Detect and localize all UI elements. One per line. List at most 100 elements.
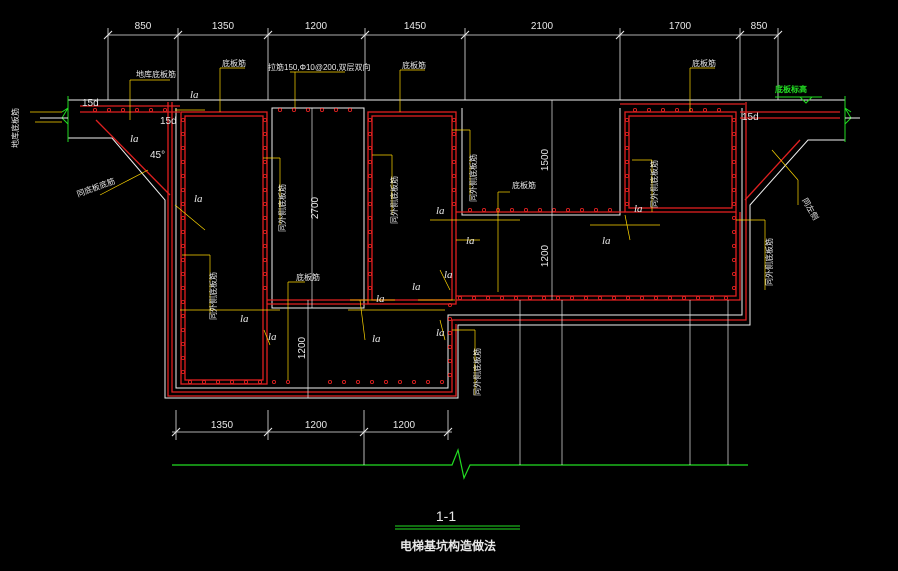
rebar-dot bbox=[593, 207, 599, 213]
top-dim-2: 1350 bbox=[212, 21, 235, 32]
rebar-dot bbox=[667, 295, 673, 301]
vdim-1500: 1500 bbox=[540, 148, 551, 171]
mark-la-11: la bbox=[444, 269, 453, 281]
rebar-dots bbox=[92, 107, 737, 385]
rebar-dot bbox=[262, 187, 268, 193]
rebar-dot bbox=[716, 107, 722, 113]
concrete-outline bbox=[68, 99, 845, 399]
rebar-dot bbox=[180, 327, 186, 333]
label-wall-c: 同外侧底板筋 bbox=[468, 154, 478, 202]
rebar-dot bbox=[262, 285, 268, 291]
rebar-dot bbox=[471, 295, 477, 301]
title-underline bbox=[395, 525, 520, 530]
rebar-dot bbox=[731, 243, 737, 249]
label-wall-d: 同外侧底板筋 bbox=[649, 160, 659, 208]
rebar-dot bbox=[702, 107, 708, 113]
rebar-dot bbox=[411, 379, 417, 385]
rebar-dot bbox=[367, 215, 373, 221]
vdim-1200-left: 1200 bbox=[297, 336, 308, 359]
rebar-dot bbox=[243, 379, 249, 385]
rebar-dot bbox=[369, 379, 375, 385]
rebar-dot bbox=[180, 285, 186, 291]
rebar-dot bbox=[92, 107, 98, 113]
rebar-dot bbox=[180, 369, 186, 375]
label-wall-f: 同外侧底板筋 bbox=[472, 348, 482, 396]
rebar-dot bbox=[451, 117, 457, 123]
label-wall-a: 同外侧底板筋 bbox=[277, 184, 287, 232]
rebar-dot bbox=[565, 207, 571, 213]
rebar-dot bbox=[367, 187, 373, 193]
label-floor-top-2: 底板筋 bbox=[402, 60, 426, 70]
rebar-dot bbox=[367, 131, 373, 137]
bottom-dim-1: 1350 bbox=[211, 420, 234, 431]
rebar-dot bbox=[731, 117, 737, 123]
rebar-dot bbox=[333, 107, 339, 113]
mark-la-9: la bbox=[436, 205, 445, 217]
rebar-dot bbox=[341, 379, 347, 385]
rebar-dot bbox=[291, 107, 297, 113]
rebar-dot bbox=[451, 187, 457, 193]
rebar-dot bbox=[579, 207, 585, 213]
top-dimension-chain bbox=[107, 28, 779, 100]
rebar-dot bbox=[731, 257, 737, 263]
vdim-2700: 2700 bbox=[310, 196, 321, 219]
label-ground-note: 底板标高 bbox=[774, 84, 807, 94]
rebar-dot bbox=[646, 107, 652, 113]
rebar-dot bbox=[513, 295, 519, 301]
rebar-dot bbox=[447, 316, 453, 322]
rebar-dot bbox=[367, 173, 373, 179]
mark-la-7: la bbox=[372, 333, 381, 345]
left-break-symbol bbox=[61, 96, 69, 142]
rebar-dot bbox=[180, 257, 186, 263]
rebar-dot bbox=[215, 379, 221, 385]
bottom-dimension-ticks bbox=[171, 427, 453, 437]
rebar-dot bbox=[481, 207, 487, 213]
rebar-dot bbox=[367, 201, 373, 207]
mark-la-2: la bbox=[130, 133, 139, 145]
rebar-dot bbox=[509, 207, 515, 213]
rebar-dot bbox=[180, 173, 186, 179]
rebar-dot bbox=[632, 107, 638, 113]
top-dim-5: 2100 bbox=[531, 21, 554, 32]
rebar-dot bbox=[180, 341, 186, 347]
label-floor-top-3: 底板筋 bbox=[692, 58, 716, 68]
rebar-dot bbox=[262, 117, 268, 123]
rebar-dot bbox=[367, 257, 373, 263]
rebar-dot bbox=[447, 344, 453, 350]
rebar-dot bbox=[695, 295, 701, 301]
rebar-dot bbox=[537, 207, 543, 213]
mark-la-12: la bbox=[436, 327, 445, 339]
rebar-dot bbox=[180, 131, 186, 137]
rebar-dot bbox=[367, 243, 373, 249]
rebar-dot bbox=[625, 295, 631, 301]
rebar-dot bbox=[624, 145, 630, 151]
rebar-dot bbox=[541, 295, 547, 301]
rebar-dot bbox=[624, 173, 630, 179]
rebar-dot bbox=[367, 229, 373, 235]
rebar-dot bbox=[277, 107, 283, 113]
vdim-1200-right: 1200 bbox=[540, 244, 551, 267]
label-top-left-slab: 地库底板筋 bbox=[136, 69, 176, 79]
rebar-dot bbox=[162, 107, 168, 113]
rebar-dot bbox=[180, 355, 186, 361]
rebar-dot bbox=[262, 145, 268, 151]
rebar-dot bbox=[305, 107, 311, 113]
rebar-dot bbox=[467, 207, 473, 213]
rebar-dot bbox=[355, 379, 361, 385]
label-wall-g: 同外侧底板筋 bbox=[764, 238, 774, 286]
rebar-dot bbox=[262, 159, 268, 165]
mark-la-5: la bbox=[268, 331, 277, 343]
rebar-dot bbox=[367, 159, 373, 165]
rebar-dot bbox=[262, 257, 268, 263]
rebar-dot bbox=[485, 295, 491, 301]
right-break-symbol bbox=[844, 96, 852, 142]
rebar-dot bbox=[262, 173, 268, 179]
rebar-dot bbox=[367, 145, 373, 151]
label-floor-mid: 底板筋 bbox=[512, 180, 536, 190]
mark-la-14: la bbox=[634, 203, 643, 215]
rebar-dot bbox=[688, 107, 694, 113]
rebar-dot bbox=[499, 295, 505, 301]
rebar-dot bbox=[709, 295, 715, 301]
